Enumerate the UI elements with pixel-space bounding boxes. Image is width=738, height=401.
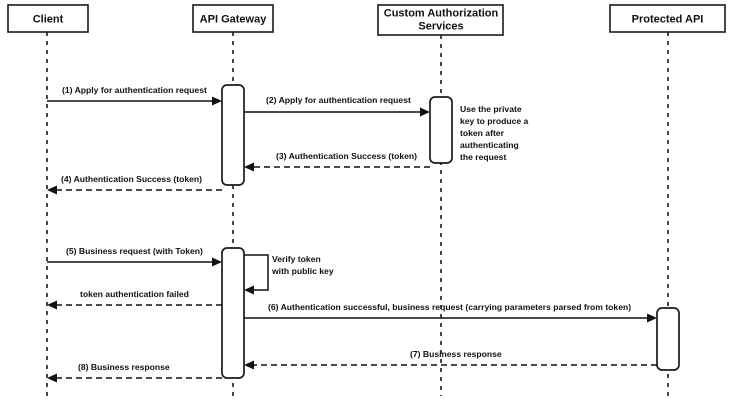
message-8-label: (8) Business response <box>78 362 170 372</box>
message-3-label: (3) Authentication Success (token) <box>276 151 417 161</box>
participant-label-gateway: API Gateway <box>200 13 268 25</box>
message-fail-label: token authentication failed <box>80 289 189 299</box>
lifelines-layer <box>46 32 669 396</box>
message-2-arrowhead <box>420 107 430 117</box>
message-self-label-line1: Verify token <box>272 254 321 264</box>
participant-box-gateway[interactable] <box>192 4 274 33</box>
message-self-line <box>244 254 269 291</box>
message-4[interactable]: (4) Authentication Success (token) <box>47 174 222 195</box>
note-private-key-line-3: token after <box>460 128 505 138</box>
message-3-arrowhead <box>244 162 254 172</box>
note-private-key-line-2: key to produce a <box>460 116 529 126</box>
activation-gateway-auth <box>221 84 245 186</box>
message-7-label: (7) Business response <box>410 349 502 359</box>
participant-gateway[interactable]: API Gateway <box>192 4 274 33</box>
participant-cas[interactable]: Custom Authorization Services <box>377 4 504 36</box>
note-private-key-line-1: Use the private <box>460 104 522 114</box>
message-7[interactable]: (7) Business response <box>244 349 657 370</box>
message-7-arrowhead <box>244 360 254 370</box>
message-5[interactable]: (5) Business request (with Token) <box>47 246 222 267</box>
message-1[interactable]: (1) Apply for authentication request <box>47 85 222 106</box>
participant-box-protected[interactable] <box>609 4 726 33</box>
message-token-authentication-failed[interactable]: token authentication failed <box>47 289 222 310</box>
participant-label-cas-line2: Services <box>418 20 463 32</box>
participant-client[interactable]: Client <box>7 4 89 33</box>
message-fail-arrowhead <box>47 300 57 310</box>
message-4-label: (4) Authentication Success (token) <box>61 174 202 184</box>
activation-protected <box>656 307 680 371</box>
participant-label-protected: Protected API <box>632 13 704 25</box>
message-1-label: (1) Apply for authentication request <box>62 85 207 95</box>
message-self-arrowhead <box>244 285 254 295</box>
message-1-arrowhead <box>212 96 222 106</box>
message-8[interactable]: (8) Business response <box>47 362 222 383</box>
message-6-arrowhead <box>647 313 657 323</box>
activation-cas <box>429 96 453 164</box>
message-3[interactable]: (3) Authentication Success (token) <box>244 151 430 172</box>
message-5-label: (5) Business request (with Token) <box>66 246 203 256</box>
participant-label-cas-line1: Custom Authorization <box>384 7 499 19</box>
activation-gateway-business <box>221 247 245 379</box>
note-private-key-line-4: authenticating <box>460 140 519 150</box>
note-private-key-line-5: the request <box>460 152 506 162</box>
activations-layer <box>221 84 680 379</box>
note-private-key: Use the private key to produce a token a… <box>460 104 529 162</box>
message-self-verify-token[interactable]: Verify token with public key <box>244 254 334 295</box>
message-8-arrowhead <box>47 373 57 383</box>
participant-protected[interactable]: Protected API <box>609 4 726 33</box>
participant-box-cas[interactable] <box>377 4 504 36</box>
message-2[interactable]: (2) Apply for authentication request <box>244 95 430 117</box>
message-6-label: (6) Authentication successful, business … <box>268 302 631 312</box>
message-5-arrowhead <box>212 257 222 267</box>
message-6[interactable]: (6) Authentication successful, business … <box>244 302 657 323</box>
message-2-label: (2) Apply for authentication request <box>266 95 411 105</box>
message-self-label-line2: with public key <box>271 266 334 276</box>
participant-box-client[interactable] <box>7 4 89 33</box>
participant-label-client: Client <box>33 13 64 25</box>
message-4-arrowhead <box>47 185 57 195</box>
